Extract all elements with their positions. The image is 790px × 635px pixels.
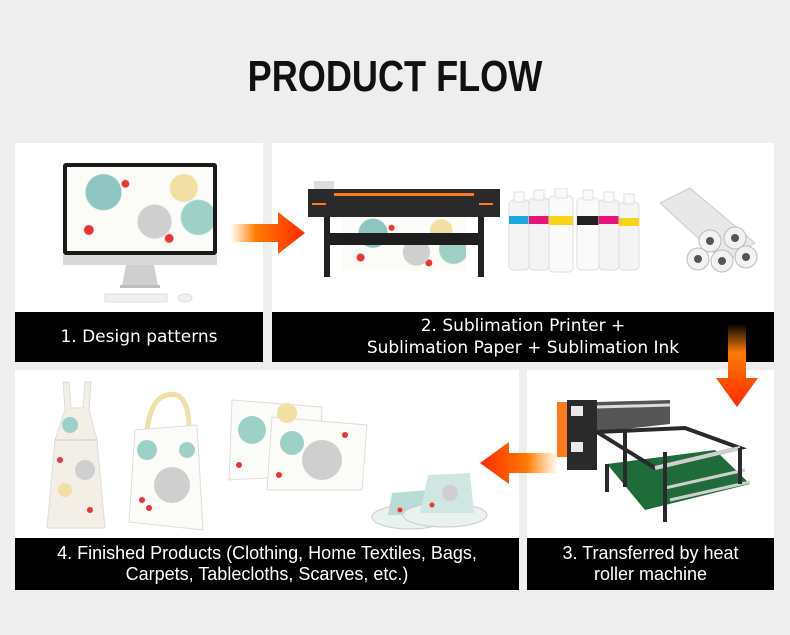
step-1-panel: 1. Design patterns — [15, 143, 263, 362]
step-3-label: 3. Transferred by heat roller machine — [527, 538, 774, 590]
step-2-panel: 2. Sublimation Printer + Sublimation Pap… — [272, 143, 774, 362]
ink-bottles-image — [508, 188, 640, 273]
step-4-label: 4. Finished Products (Clothing, Home Tex… — [15, 538, 519, 590]
heat-roller-machine-image — [557, 400, 751, 522]
step-3-label-line-2: roller machine — [593, 564, 708, 584]
step-1-label: 1. Design patterns — [15, 312, 263, 362]
desktop-monitor-image — [63, 163, 217, 303]
bucket-hats-image — [371, 473, 488, 530]
pillows-image — [228, 399, 368, 491]
step-3-panel: 3. Transferred by heat roller machine — [527, 370, 774, 590]
step-4-label-line-1: 4. Finished Products (Clothing, Home Tex… — [57, 543, 477, 563]
tote-bag-image — [128, 391, 204, 531]
arrow-down-icon — [716, 324, 758, 407]
step-4-panel: 4. Finished Products (Clothing, Home Tex… — [15, 370, 519, 590]
ink-bottle-group — [508, 188, 640, 273]
step-2-label-line-1: 2. Sublimation Printer + — [420, 316, 626, 336]
step-1-label-line-1: 1. Design patterns — [60, 327, 218, 347]
step-2-label-line-2: Sublimation Paper + Sublimation Ink — [366, 338, 680, 358]
step-2-label: 2. Sublimation Printer + Sublimation Pap… — [272, 312, 774, 362]
step-4-label-line-2: Carpets, Tablecloths, Scarves, etc.) — [125, 564, 409, 584]
paper-rolls-image — [659, 187, 758, 273]
dress-image — [46, 381, 106, 529]
arrow-left-icon — [480, 442, 558, 484]
arrow-right-icon — [230, 212, 305, 254]
step-3-label-line-1: 3. Transferred by heat — [562, 543, 739, 563]
page-title: PRODUCT FLOW — [247, 52, 543, 101]
sublimation-printer-image — [308, 181, 500, 277]
